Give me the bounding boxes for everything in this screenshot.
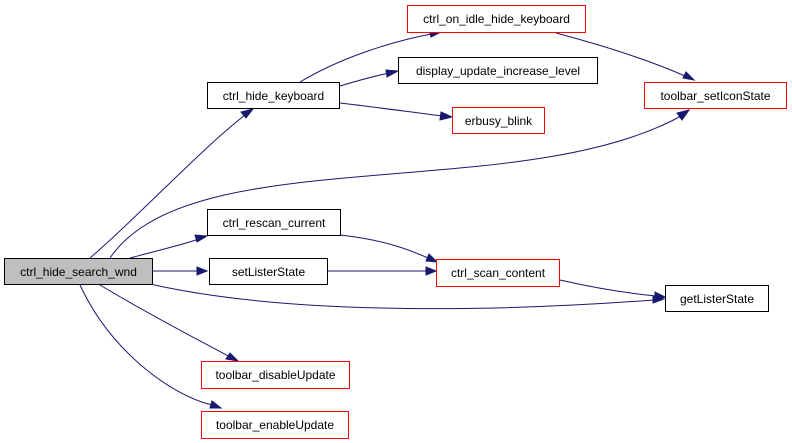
edge-ctrl-hide-search-wnd-to-toolbar-seticonstate [109, 109, 691, 259]
node-ctrl-hide-keyboard[interactable]: ctrl_hide_keyboard [207, 82, 340, 109]
edge-ctrl-scan-content-to-getlisterstate [559, 279, 667, 301]
node-toolbar-seticonstate[interactable]: toolbar_setIconState [644, 82, 787, 109]
node-ctrl-on-idle-hide-keyboard[interactable]: ctrl_on_idle_hide_keyboard [407, 5, 586, 33]
edge-ctrl-on-idle-hide-keyboard-to-toolbar-seticonstate [555, 32, 696, 81]
edge-setlisterstate-to-ctrl-scan-content [328, 266, 438, 276]
node-toolbar-disableupdate[interactable]: toolbar_disableUpdate [201, 361, 350, 389]
node-ctrl-rescan-current[interactable]: ctrl_rescan_current [207, 209, 341, 236]
edge-ctrl-hide-search-wnd-to-ctrl-hide-keyboard [89, 108, 255, 259]
node-getlisterstate[interactable]: getListerState [665, 285, 769, 312]
node-setlisterstate[interactable]: setListerState [209, 258, 328, 285]
node-erbusy-blink[interactable]: erbusy_blink [452, 107, 545, 134]
edge-ctrl-hide-keyboard-to-display-update-increase-level [339, 69, 400, 87]
edge-ctrl-hide-search-wnd-to-setlisterstate [153, 266, 209, 276]
edge-ctrl-hide-search-wnd-to-ctrl-rescan-current [129, 234, 209, 259]
edge-ctrl-hide-search-wnd-to-toolbar-disableupdate [99, 284, 240, 362]
node-display-update-increase-level[interactable]: display_update_increase_level [398, 57, 598, 84]
node-toolbar-enableupdate[interactable]: toolbar_enableUpdate [201, 411, 349, 439]
edge-ctrl-hide-search-wnd-to-getlisterstate [149, 283, 666, 310]
node-ctrl-hide-search-wnd: ctrl_hide_search_wnd [4, 258, 153, 285]
edge-ctrl-hide-search-wnd-to-toolbar-enableupdate [79, 284, 223, 409]
edge-ctrl-hide-keyboard-to-erbusy-blink [339, 102, 454, 121]
node-ctrl-scan-content[interactable]: ctrl_scan_content [436, 259, 560, 287]
edge-ctrl-rescan-current-to-ctrl-scan-content [339, 234, 439, 263]
